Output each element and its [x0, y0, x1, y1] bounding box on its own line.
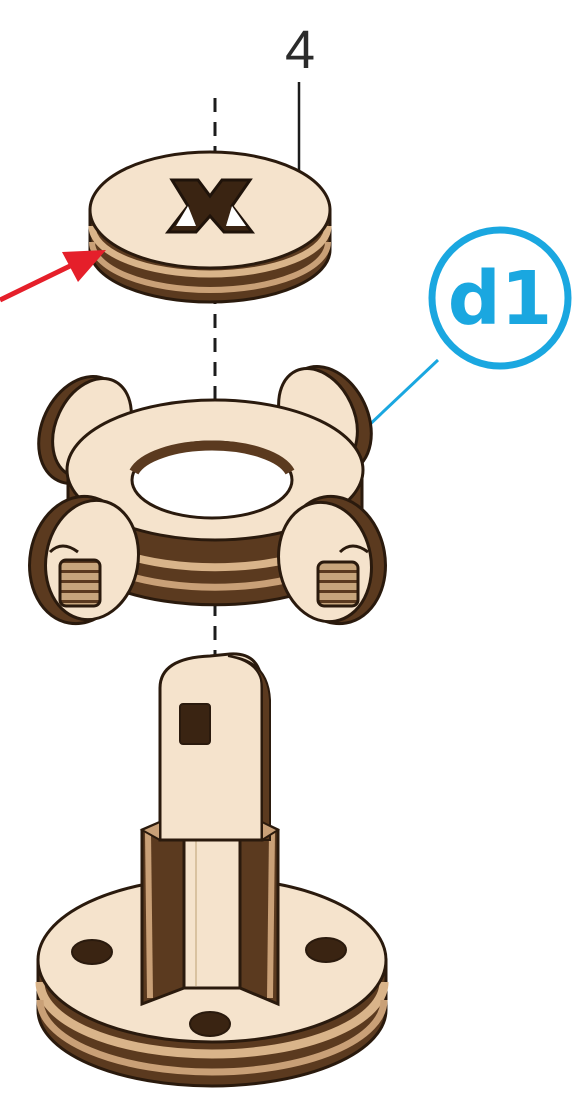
part-d1-ring — [20, 352, 396, 631]
part-4-disc — [90, 152, 330, 302]
red-arrow-icon — [0, 250, 106, 300]
base-hole — [190, 1012, 230, 1036]
part-base-with-shaft — [38, 654, 386, 1086]
shaft-slot — [180, 704, 210, 744]
base-hole — [306, 938, 346, 962]
part-number-label: 4 — [285, 20, 315, 80]
callout-badge-text: d1 — [448, 256, 552, 342]
base-hole — [72, 940, 112, 964]
